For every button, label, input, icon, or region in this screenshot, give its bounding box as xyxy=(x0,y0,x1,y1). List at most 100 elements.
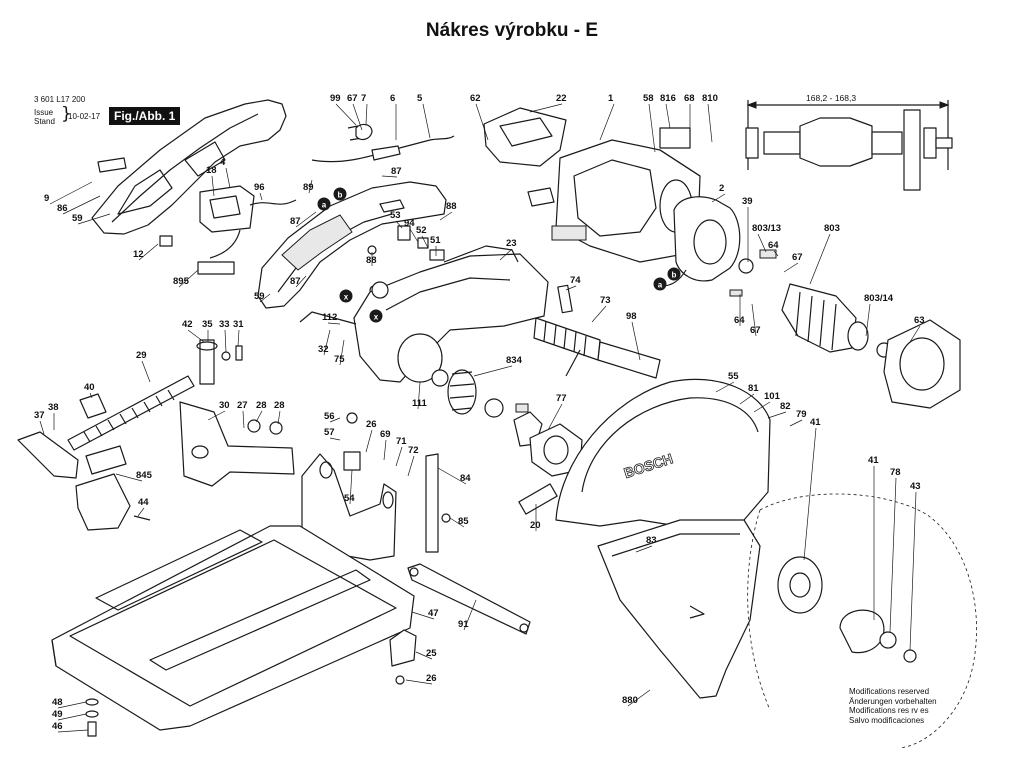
part-number-label: 18 xyxy=(206,165,217,176)
marker-a-1: a xyxy=(322,201,327,210)
armature-elevation: 168,2 - 168,3 xyxy=(745,93,953,191)
leader-line xyxy=(591,305,607,323)
base-fasteners xyxy=(85,698,99,737)
leader-line xyxy=(909,491,917,651)
part-number-label: 64 xyxy=(768,240,779,251)
part-number-label: 87 xyxy=(290,216,301,227)
leader-line xyxy=(329,417,341,423)
part-number-label: 895 xyxy=(173,276,190,287)
leader-line xyxy=(187,329,205,343)
figure-badge: Fig./Abb. 1 xyxy=(109,107,181,125)
part-number-label: 67 xyxy=(792,252,803,263)
part-number-label: 79 xyxy=(796,409,807,420)
page-title: Nákres výrobku - E xyxy=(425,20,599,41)
part-number-label: 28 xyxy=(256,400,267,411)
leader-line xyxy=(89,392,93,399)
part-number-label: 78 xyxy=(890,467,901,478)
leader-line xyxy=(224,329,227,353)
leader-line xyxy=(178,269,199,288)
part-number-label: 56 xyxy=(324,411,335,422)
part-number-label: 5 xyxy=(417,93,423,104)
part-number-label: 33 xyxy=(219,319,230,330)
part-number-label: 89 xyxy=(303,182,314,193)
leader-line xyxy=(295,275,307,288)
switch-assembly xyxy=(159,185,297,275)
part-number-label: 85 xyxy=(458,516,469,527)
part-number-label: 62 xyxy=(470,93,481,104)
part-number-label: 63 xyxy=(914,315,925,326)
part-number-label: 43 xyxy=(910,481,921,492)
part-number-label: 84 xyxy=(460,473,471,484)
part-number-label: 98 xyxy=(626,311,637,322)
leader-line xyxy=(259,293,271,303)
leader-line xyxy=(57,713,87,721)
leader-line xyxy=(599,103,615,141)
part-number-label: 99 xyxy=(330,93,341,104)
part-number-label: 57 xyxy=(324,427,335,438)
leader-line xyxy=(417,381,421,410)
leader-line xyxy=(39,420,45,435)
leader-line xyxy=(327,322,341,325)
part-number-label: 67 xyxy=(347,93,358,104)
leader-line xyxy=(383,439,387,461)
leader-line xyxy=(865,303,871,337)
marker-b-2: b xyxy=(672,271,677,280)
part-number-label: 39 xyxy=(742,196,753,207)
leader-line xyxy=(773,250,779,257)
part-number-label: 20 xyxy=(530,520,541,531)
part-number-label: 73 xyxy=(600,295,611,306)
leader-line xyxy=(211,175,215,197)
leader-line xyxy=(349,469,353,505)
leader-line xyxy=(62,195,101,215)
leader-line xyxy=(365,429,373,453)
part-number-label: 40 xyxy=(84,382,95,393)
part-number-label: 41 xyxy=(868,455,879,466)
main-handle xyxy=(257,181,447,309)
part-number-label: 25 xyxy=(426,648,437,659)
part-number-label: 12 xyxy=(133,249,144,260)
leader-line xyxy=(757,233,767,253)
leader-line xyxy=(308,179,313,194)
modifications-note-line: Salvo modificaciones xyxy=(849,715,925,725)
part-number-label: 7 xyxy=(361,93,366,104)
part-number-label: 48 xyxy=(52,697,63,708)
marker-x-1: x xyxy=(344,293,349,302)
part-number-label: 845 xyxy=(136,470,153,481)
gear-set xyxy=(431,369,543,447)
leader-line xyxy=(422,103,431,139)
leader-line xyxy=(411,611,435,620)
part-number-label: 55 xyxy=(728,371,739,382)
leader-line xyxy=(137,507,145,517)
leader-line xyxy=(803,427,817,561)
modifications-note: Modifications reserved Änderungen vorbeh… xyxy=(849,687,937,725)
leader-line xyxy=(242,410,245,429)
leader-line xyxy=(547,403,563,431)
part-number-label: 87 xyxy=(290,276,301,287)
marker-b-1: b xyxy=(338,191,343,200)
leader-line xyxy=(49,181,93,205)
leader-line xyxy=(631,321,641,361)
part-number-label: 803/14 xyxy=(864,293,894,304)
issue-label-line2: Stand xyxy=(34,117,55,126)
leader-line xyxy=(789,419,803,427)
clamp-bracket xyxy=(179,401,295,487)
part-number-label: 42 xyxy=(182,319,193,330)
leader-line xyxy=(255,410,263,423)
mains-cable xyxy=(311,123,455,163)
part-number-label: 81 xyxy=(748,383,759,394)
armature xyxy=(729,249,961,409)
part-number-label: 46 xyxy=(52,721,63,732)
pin-set xyxy=(196,339,243,385)
part-number-label: 74 xyxy=(570,275,581,286)
part-number-label: 68 xyxy=(684,93,695,104)
leader-line xyxy=(57,701,87,709)
motor-housing xyxy=(483,107,701,263)
marker-x-2: x xyxy=(374,313,379,322)
leader-line xyxy=(665,103,671,129)
handle-shell-left xyxy=(91,99,287,235)
leader-line xyxy=(295,211,317,228)
part-number-label: 111 xyxy=(412,398,428,409)
support-arm xyxy=(389,563,531,685)
leader-line xyxy=(57,729,89,733)
leader-line xyxy=(407,455,415,477)
